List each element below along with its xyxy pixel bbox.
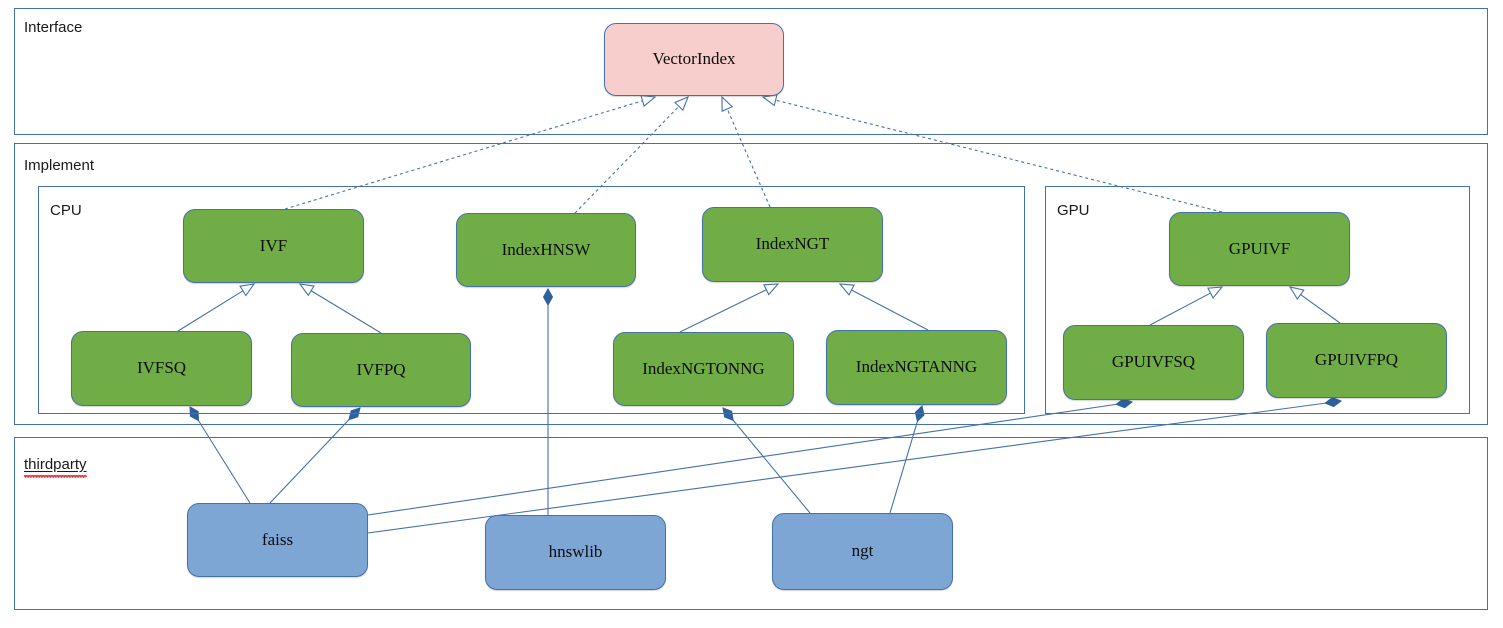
- container-interface: [14, 8, 1488, 135]
- node-label-vectorindex: VectorIndex: [652, 49, 736, 69]
- container-label-implement: Implement: [24, 157, 95, 174]
- node-ngt[interactable]: ngt: [772, 513, 953, 590]
- node-label-indexhnsw: IndexHNSW: [501, 239, 591, 259]
- node-indexhnsw[interactable]: IndexHNSW: [456, 213, 636, 287]
- container-label-interface: Interface: [24, 19, 83, 36]
- node-ivf[interactable]: IVF: [183, 209, 364, 283]
- node-ivfsq[interactable]: IVFSQ: [71, 331, 252, 406]
- node-label-ivfpq: IVFPQ: [356, 359, 406, 379]
- node-gpuivf[interactable]: GPUIVF: [1169, 212, 1350, 286]
- node-label-hnswlib: hnswlib: [548, 542, 603, 562]
- node-ivfpq[interactable]: IVFPQ: [291, 333, 471, 407]
- container-gpu: [1045, 186, 1470, 414]
- container-implement: [14, 143, 1488, 425]
- node-label-indexngtanng: IndexNGTANNG: [855, 357, 978, 377]
- container-thirdparty: [14, 437, 1488, 610]
- node-label-indexngt: IndexNGT: [755, 234, 830, 254]
- node-hnswlib[interactable]: hnswlib: [485, 515, 666, 590]
- node-gpuivfpq[interactable]: GPUIVFPQ: [1266, 323, 1447, 398]
- container-label-thirdparty: thirdparty: [24, 457, 87, 478]
- node-label-gpuivfsq: GPUIVFSQ: [1111, 352, 1196, 372]
- node-label-gpuivfpq: GPUIVFPQ: [1314, 350, 1399, 370]
- container-label-gpu: GPU: [1057, 202, 1090, 219]
- container-label-cpu: CPU: [50, 202, 82, 219]
- node-label-ivfsq: IVFSQ: [136, 358, 187, 378]
- node-indexngt[interactable]: IndexNGT: [702, 207, 883, 282]
- node-label-indexngtonng: IndexNGTONNG: [642, 358, 765, 378]
- node-label-gpuivf: GPUIVF: [1228, 238, 1291, 258]
- node-indexngtonng[interactable]: IndexNGTONNG: [613, 332, 794, 406]
- container-cpu: [38, 186, 1025, 414]
- node-vectorindex[interactable]: VectorIndex: [604, 23, 784, 96]
- node-indexngtanng[interactable]: IndexNGTANNG: [826, 330, 1007, 405]
- node-label-ngt: ngt: [851, 541, 874, 561]
- node-gpuivfsq[interactable]: GPUIVFSQ: [1063, 325, 1244, 400]
- spellcheck-squiggle-icon: [24, 474, 87, 478]
- node-faiss[interactable]: faiss: [187, 503, 368, 577]
- node-label-ivf: IVF: [259, 235, 288, 255]
- node-label-faiss: faiss: [261, 529, 294, 549]
